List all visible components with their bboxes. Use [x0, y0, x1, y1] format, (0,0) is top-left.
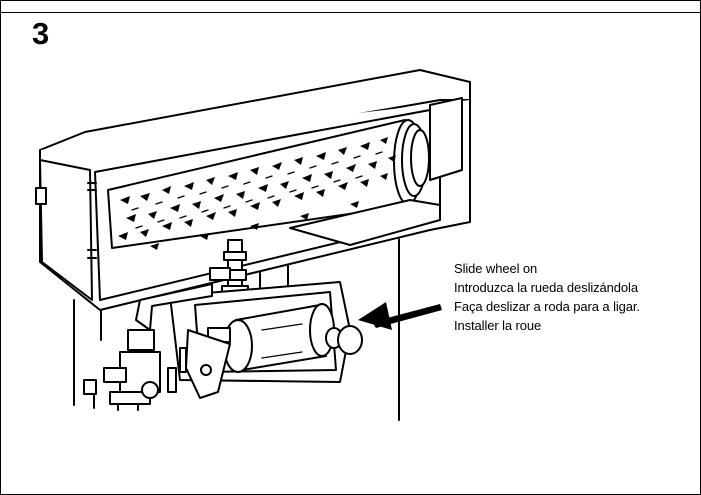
caption-portuguese: Faça deslizar a roda para a ligar. [454, 299, 640, 314]
side-slot [35, 187, 47, 205]
roller-drum [107, 119, 430, 250]
housing-left-panel [39, 159, 93, 301]
caption-french: Installer la roue [454, 318, 542, 333]
caption-spanish: Introduzca la rueda deslizándola [454, 280, 638, 295]
step-number: 3 [32, 16, 50, 51]
arrow-left-icon [358, 302, 442, 330]
header-rule [0, 0, 701, 13]
instruction-captions: Slide wheel on Introduzca la rueda desli… [454, 259, 640, 335]
wheel-roller [207, 303, 363, 373]
tray-plate [289, 199, 441, 246]
left-pipework [83, 283, 213, 411]
caption-english: Slide wheel on [454, 261, 538, 276]
